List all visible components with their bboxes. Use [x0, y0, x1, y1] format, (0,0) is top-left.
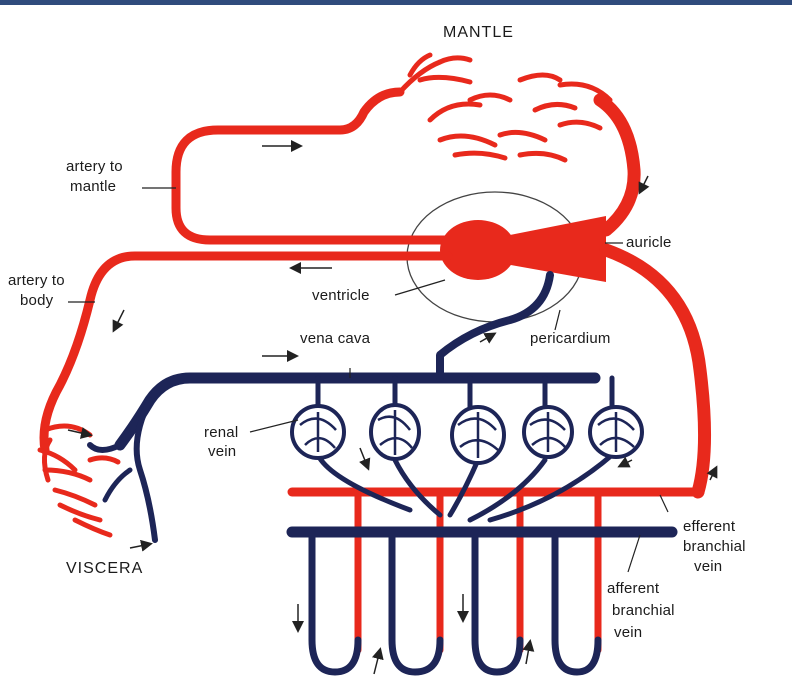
label-afferent-line3: vein: [614, 624, 642, 642]
kidney-capillary-balls: [292, 405, 642, 463]
auricle-shape: [505, 216, 606, 282]
label-vena-cava: vena cava: [300, 330, 370, 348]
label-afferent-line1: afferent: [607, 580, 659, 598]
label-efferent-line2: branchial: [683, 538, 746, 556]
label-viscera: VISCERA: [66, 560, 143, 578]
label-artery-to-body-line1: artery to: [8, 272, 65, 290]
ventricle-shape: [440, 220, 516, 280]
label-efferent-line3: vein: [694, 558, 722, 576]
pericardial-vein: [440, 275, 550, 378]
mantle-return: [600, 100, 634, 230]
label-artery-to-body-line2: body: [20, 292, 53, 310]
label-renal-vein-line2: vein: [208, 443, 236, 461]
artery-to-mantle: [176, 92, 448, 240]
label-mantle: MANTLE: [443, 24, 514, 42]
label-efferent-line1: efferent: [683, 518, 735, 536]
label-afferent-line2: branchial: [612, 602, 675, 620]
label-artery-to-mantle-line1: artery to: [66, 158, 123, 176]
label-pericardium: pericardium: [530, 330, 611, 348]
label-artery-to-mantle-line2: mantle: [70, 178, 116, 196]
label-renal-vein-line1: renal: [204, 424, 238, 442]
label-auricle: auricle: [626, 234, 672, 252]
label-ventricle: ventricle: [312, 287, 370, 305]
mantle-capillaries: [400, 55, 610, 160]
viscera-capillaries: [40, 426, 118, 535]
